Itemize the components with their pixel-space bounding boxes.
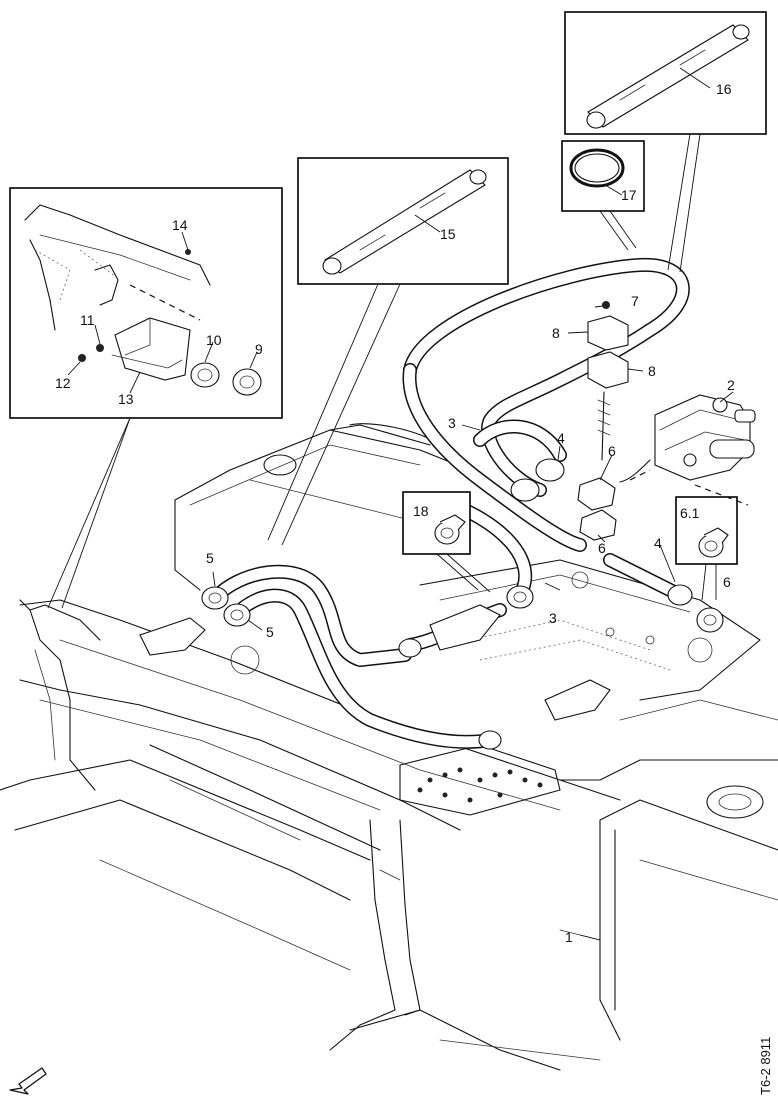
- label-6-upper: 6: [608, 443, 616, 459]
- label-3-upper: 3: [448, 415, 456, 431]
- label-12: 12: [55, 375, 71, 391]
- label-8-upper: 8: [552, 325, 560, 341]
- machine-frame: [0, 423, 778, 1071]
- label-6-right: 6: [723, 574, 731, 590]
- inset-fitting-18: [402, 491, 471, 555]
- label-4-upper: 4: [557, 430, 565, 446]
- label-5-lower: 5: [266, 624, 274, 640]
- hydraulic-hoses: [208, 257, 690, 749]
- label-17: 17: [621, 187, 637, 203]
- label-5-upper: 5: [206, 550, 214, 566]
- document-code: T6-2 8911: [758, 1037, 773, 1095]
- orientation-arrow-icon: [9, 1067, 47, 1095]
- label-16: 16: [716, 81, 732, 97]
- label-9: 9: [255, 341, 263, 357]
- label-1: 1: [565, 929, 573, 945]
- label-14: 14: [172, 217, 188, 233]
- fittings: [139, 301, 724, 750]
- label-11: 11: [80, 312, 95, 328]
- inset-bracket-assembly: [9, 187, 283, 419]
- label-6-middle: 6: [598, 540, 606, 556]
- label-18: 18: [413, 503, 429, 519]
- part-number-labels: 1 2 3 3 4 4 5 5 6 6 6 6.1 7 8 8 9 10 11 …: [55, 81, 735, 945]
- inset-fitting-6-1: [675, 496, 738, 565]
- label-7: 7: [631, 293, 639, 309]
- label-4-lower: 4: [654, 535, 662, 551]
- label-2: 2: [727, 377, 735, 393]
- label-8-lower: 8: [648, 363, 656, 379]
- inset-protective-sleeve-16: [564, 11, 767, 135]
- callout-lines: [47, 133, 749, 941]
- label-13: 13: [118, 391, 134, 407]
- control-valve-block: [619, 394, 756, 483]
- label-3-lower: 3: [549, 610, 557, 626]
- label-6-1: 6.1: [680, 505, 700, 521]
- inset-hose-clamp-17: [561, 140, 645, 212]
- inset-protective-sleeve-15: [297, 157, 509, 285]
- label-15: 15: [440, 226, 456, 242]
- label-10: 10: [206, 332, 222, 348]
